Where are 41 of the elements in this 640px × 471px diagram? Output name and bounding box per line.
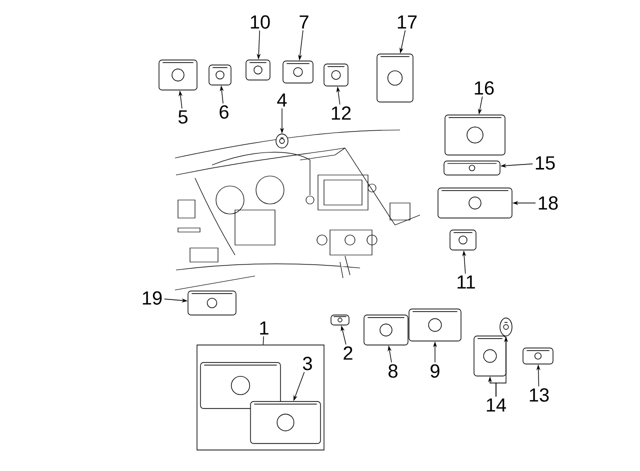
callout-number: 16 — [474, 81, 494, 95]
callout-number: 14 — [486, 398, 506, 412]
part-drawing — [408, 308, 462, 342]
callout-number: 8 — [388, 364, 398, 378]
part-drawing — [282, 60, 314, 84]
callout-number: 17 — [398, 15, 417, 29]
callout-number: 10 — [250, 15, 270, 29]
callout-number: 12 — [332, 106, 351, 120]
part-drawing — [158, 60, 198, 90]
part-drawing — [246, 60, 270, 80]
part-drawing — [474, 336, 506, 376]
part-drawing — [324, 64, 348, 86]
part-drawing — [200, 362, 281, 409]
callout-number: 3 — [302, 356, 312, 370]
callout-number: 2 — [344, 346, 352, 360]
callout-number: 15 — [536, 156, 555, 170]
callout-number: 6 — [220, 105, 228, 119]
callout-number: 4 — [277, 93, 287, 107]
callout-number: 13 — [530, 388, 549, 402]
part-drawing — [500, 318, 512, 336]
callout-number: 19 — [142, 291, 162, 305]
part-drawing — [444, 160, 500, 176]
callout-number: 9 — [430, 364, 440, 378]
part-drawing — [188, 290, 236, 316]
part-drawing — [250, 401, 321, 444]
part-drawing — [450, 230, 476, 250]
part-drawing — [364, 314, 408, 346]
callout-number: 5 — [178, 110, 188, 124]
leader-line — [262, 336, 264, 345]
callout-number: 1 — [260, 321, 268, 335]
group-box — [196, 344, 324, 450]
part-drawing — [376, 54, 414, 102]
part-drawing — [208, 64, 232, 86]
part-drawing — [330, 314, 350, 326]
callout-number: 7 — [300, 15, 308, 29]
part-drawing — [276, 134, 288, 148]
part-drawing — [444, 114, 506, 156]
callout-number: 11 — [458, 275, 475, 289]
part-drawing — [522, 348, 554, 364]
callout-number: 18 — [538, 196, 558, 210]
part-drawing — [438, 188, 512, 218]
